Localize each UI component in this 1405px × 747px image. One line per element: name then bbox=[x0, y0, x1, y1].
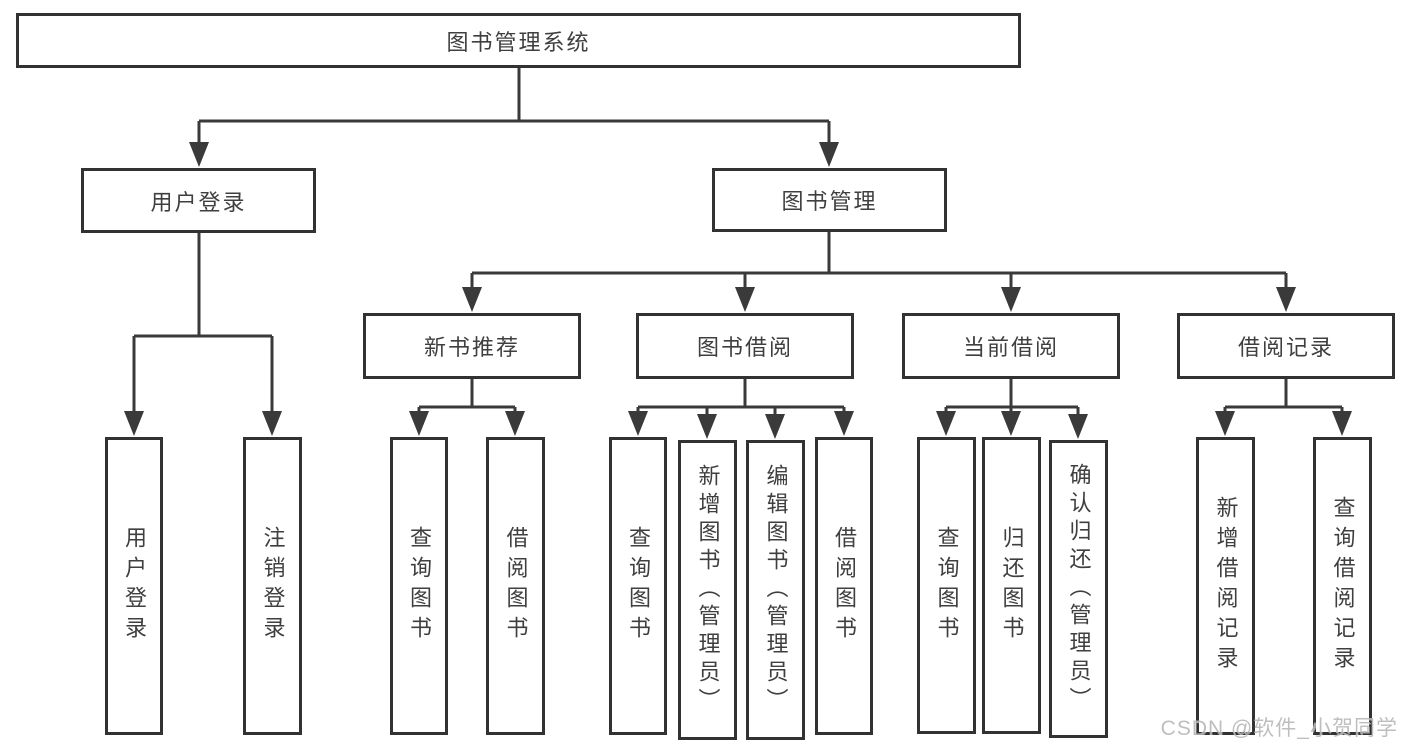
leaf-borrow-books-recommend: 借阅图书 bbox=[486, 437, 545, 735]
node-book-management: 图书管理 bbox=[712, 168, 947, 232]
leaf-query-books-current: 查询图书 bbox=[917, 437, 976, 734]
node-root-library-system: 图书管理系统 bbox=[16, 13, 1021, 68]
node-new-book-recommend: 新书推荐 bbox=[363, 313, 581, 379]
leaf-query-borrow-record: 查询借阅记录 bbox=[1313, 437, 1372, 735]
leaf-borrow-books: 借阅图书 bbox=[815, 437, 873, 735]
node-book-borrow: 图书借阅 bbox=[636, 313, 854, 379]
leaf-query-books-recommend: 查询图书 bbox=[390, 437, 448, 735]
leaf-query-books-borrow: 查询图书 bbox=[609, 437, 667, 735]
leaf-add-books-admin: 新增图书（管理员） bbox=[678, 440, 737, 740]
csdn-watermark: CSDN @软件_小贺同学 bbox=[1160, 717, 1398, 740]
node-borrow-records: 借阅记录 bbox=[1177, 313, 1395, 379]
node-user-login: 用户登录 bbox=[81, 168, 316, 233]
leaf-edit-books-admin: 编辑图书（管理员） bbox=[746, 440, 805, 740]
leaf-user-login: 用户登录 bbox=[105, 437, 163, 735]
node-current-borrow: 当前借阅 bbox=[902, 313, 1120, 379]
leaf-logout: 注销登录 bbox=[243, 437, 302, 735]
leaf-add-borrow-record: 新增借阅记录 bbox=[1196, 437, 1255, 735]
leaf-confirm-return-admin: 确认归还（管理员） bbox=[1049, 440, 1108, 738]
leaf-return-books: 归还图书 bbox=[982, 437, 1041, 734]
